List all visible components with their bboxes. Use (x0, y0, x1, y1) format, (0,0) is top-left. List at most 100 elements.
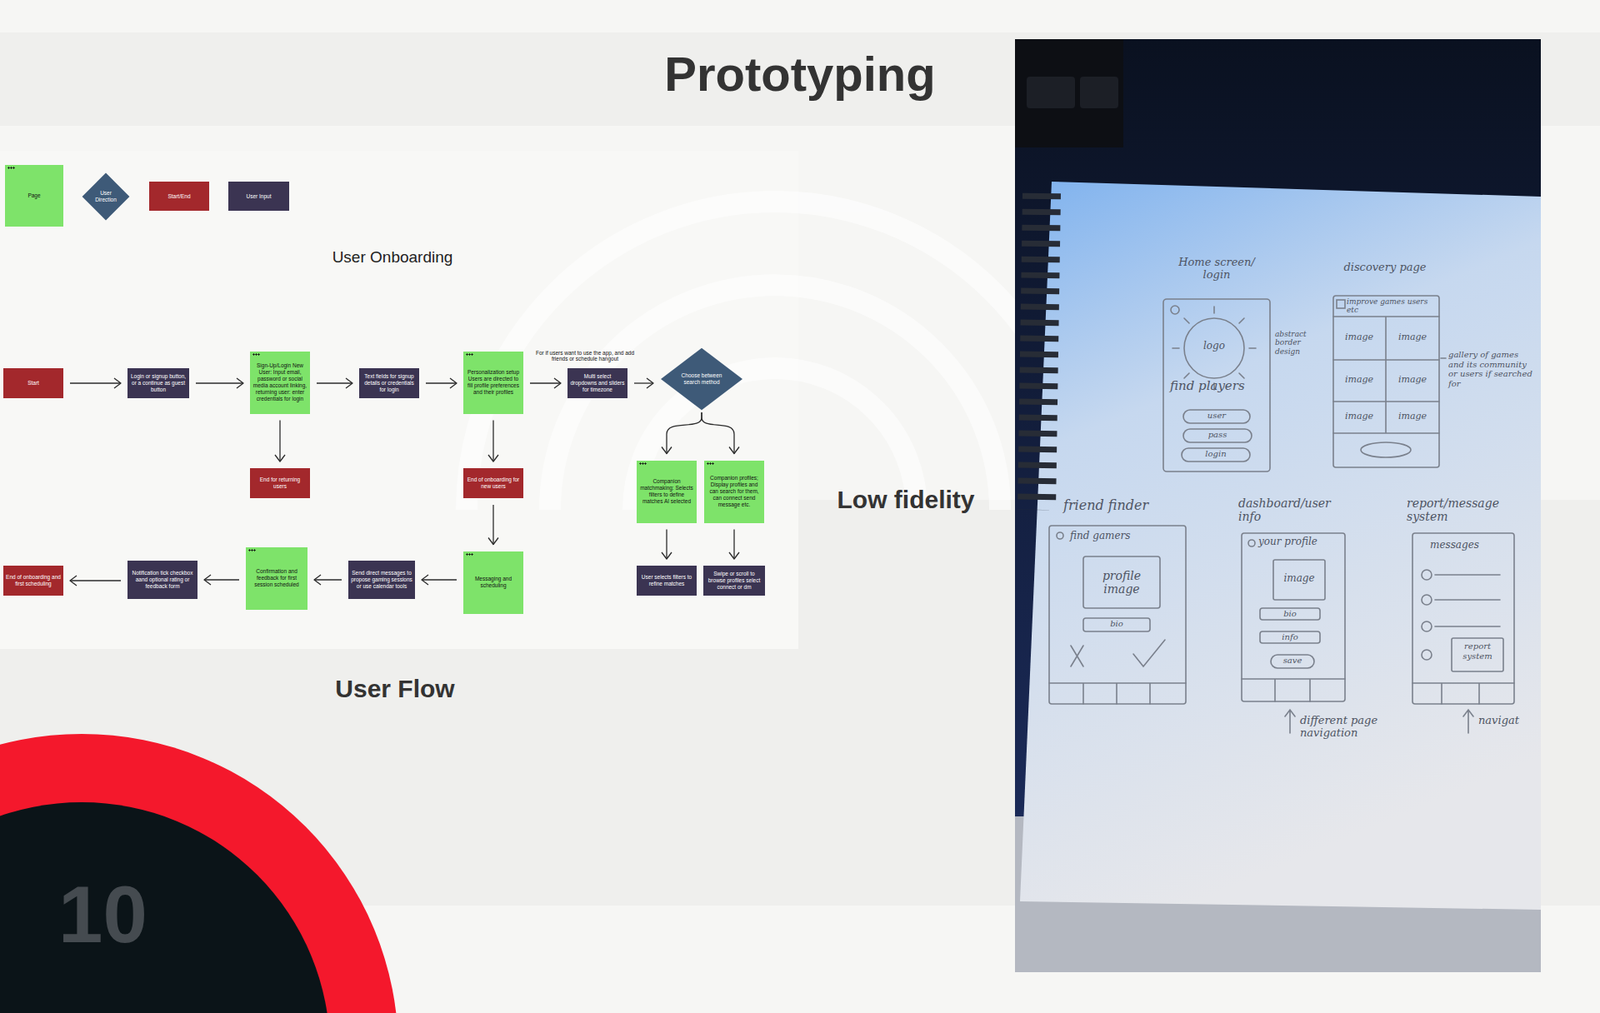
input-box: User selects filters to refine matches (636, 565, 697, 596)
arrow-head (114, 378, 121, 389)
arc-watermark (466, 201, 1084, 510)
arrow-head (554, 378, 561, 389)
flow-arrow (314, 575, 342, 585)
arrow-head (421, 575, 429, 585)
legend-label: Page (27, 192, 40, 200)
page-box: Companion matchmaking: Selects filters t… (636, 460, 697, 524)
legend-label: User Input (246, 193, 272, 200)
arrow-head (450, 378, 457, 389)
arrow-head (729, 552, 740, 560)
input-box: Send direct messages to propose gaming s… (348, 560, 415, 600)
red-circle (0, 734, 399, 1013)
legend-label: Start/End (167, 193, 190, 200)
black-circle (0, 802, 330, 1013)
flow-arrow (634, 378, 654, 389)
flow-arrow (488, 505, 499, 545)
sketch-photo (1015, 39, 1541, 973)
sketch-note: different page navigation (1300, 715, 1409, 740)
node-label: End for returning users (252, 476, 308, 490)
arrow-line (70, 580, 121, 581)
node-label: Send direct messages to propose gaming s… (350, 570, 413, 590)
input-box: Text fields for signup details or creden… (359, 368, 420, 399)
sketch-note: image (1335, 375, 1383, 386)
node-label: Companion profiles; Display profiles and… (706, 475, 762, 509)
node-label: Text fields for signup details or creden… (361, 373, 417, 394)
flow-arrow (661, 412, 702, 455)
sketch-note: pass (1199, 430, 1236, 440)
arrow-line (421, 579, 457, 580)
arrow-head (488, 538, 499, 545)
flow-arrow (530, 378, 561, 389)
flow-arrow (729, 530, 740, 560)
sketch-note: image (1389, 332, 1436, 344)
node-label: Choose between search method (678, 372, 725, 386)
page-dots (7, 166, 15, 170)
sketch-note: abstract border design (1275, 330, 1327, 356)
flow-note: For if users want to use the app, and ad… (530, 350, 640, 363)
flow-arrow (701, 412, 740, 455)
sketch-note: bio (1273, 609, 1307, 620)
sketch-note: bio (1100, 619, 1134, 630)
input-box: Notification tick checkbox aand optional… (127, 560, 198, 600)
arrow-line (492, 420, 494, 463)
arrow-head (236, 378, 244, 389)
sketch-note: gallery of games and its community or us… (1448, 350, 1535, 389)
flow-arrow (204, 575, 240, 585)
sketch-note: user (1198, 410, 1235, 421)
node-label: Login or signup button, or a continue as… (130, 373, 187, 394)
arrow-head (70, 575, 77, 586)
node-label: Messaging and scheduling (465, 575, 521, 590)
sketch-note: friend finder (1063, 498, 1189, 514)
page-dots (639, 462, 647, 465)
arrow-line (425, 382, 457, 384)
sketch-note: logo (1193, 340, 1235, 353)
sketch-note: info (1273, 632, 1307, 643)
node-label: Personalization setup Users are directed… (465, 369, 521, 396)
sketch-note: image (1335, 411, 1383, 423)
node-label: Sign-Up/Login New User: Input email, pas… (252, 362, 308, 403)
page-dots (252, 353, 260, 356)
flow-arrow (195, 378, 244, 389)
sketch-note: messages (1430, 540, 1505, 552)
arrow-line (195, 382, 244, 384)
arrow-head (345, 378, 353, 389)
sketch-note: image (1389, 375, 1436, 386)
page-box: Personalization setup Users are directed… (463, 351, 524, 415)
sketch-note: image (1335, 332, 1383, 344)
terminal-box: End for returning users (250, 468, 310, 499)
node-label: Start (27, 380, 40, 387)
flow-arrow (421, 575, 457, 585)
sketch-note: navigat (1478, 715, 1537, 728)
arrow-head (488, 455, 499, 462)
flow-arrow (488, 420, 499, 463)
page-number: 10 (58, 875, 167, 955)
sketch-note: discovery page (1343, 261, 1427, 275)
arrow-line (634, 382, 654, 384)
terminal-box: End of onboarding for new users (463, 468, 524, 499)
sketch-note: your profile (1258, 536, 1342, 549)
page-box: Messaging and scheduling (463, 551, 524, 615)
node-label: Swipe or scroll to browse profiles selec… (705, 570, 763, 591)
arrow-line (733, 530, 735, 560)
input-box: Login or signup button, or a continue as… (127, 368, 190, 399)
arrow-head (646, 378, 654, 389)
page-dots (706, 462, 715, 465)
node-label: Confirmation and feedback for first sess… (248, 568, 305, 589)
sketch-note: save (1274, 655, 1311, 666)
flow-arrow (70, 575, 121, 586)
arrow-line (316, 382, 353, 384)
flow-arrow (425, 378, 457, 389)
page-box: Sign-Up/Login New User: Input email, pas… (250, 351, 310, 415)
section-heading: User Flow (286, 675, 504, 705)
sketch-note: Home screen/ login (1170, 256, 1263, 282)
input-box: Multi select dropdowns and sliders for t… (567, 368, 628, 399)
arrow-head (729, 447, 740, 455)
sketch-note: profile image (1086, 569, 1157, 596)
legend-swatch: Start/End (149, 181, 210, 211)
terminal-box: Start (3, 368, 64, 399)
page-box: Companion profiles; Display profiles and… (704, 460, 765, 524)
arrow-line (665, 530, 667, 560)
node-label: Notification tick checkbox aand optional… (130, 570, 195, 590)
page-box: Confirmation and feedback for first sess… (245, 547, 308, 610)
